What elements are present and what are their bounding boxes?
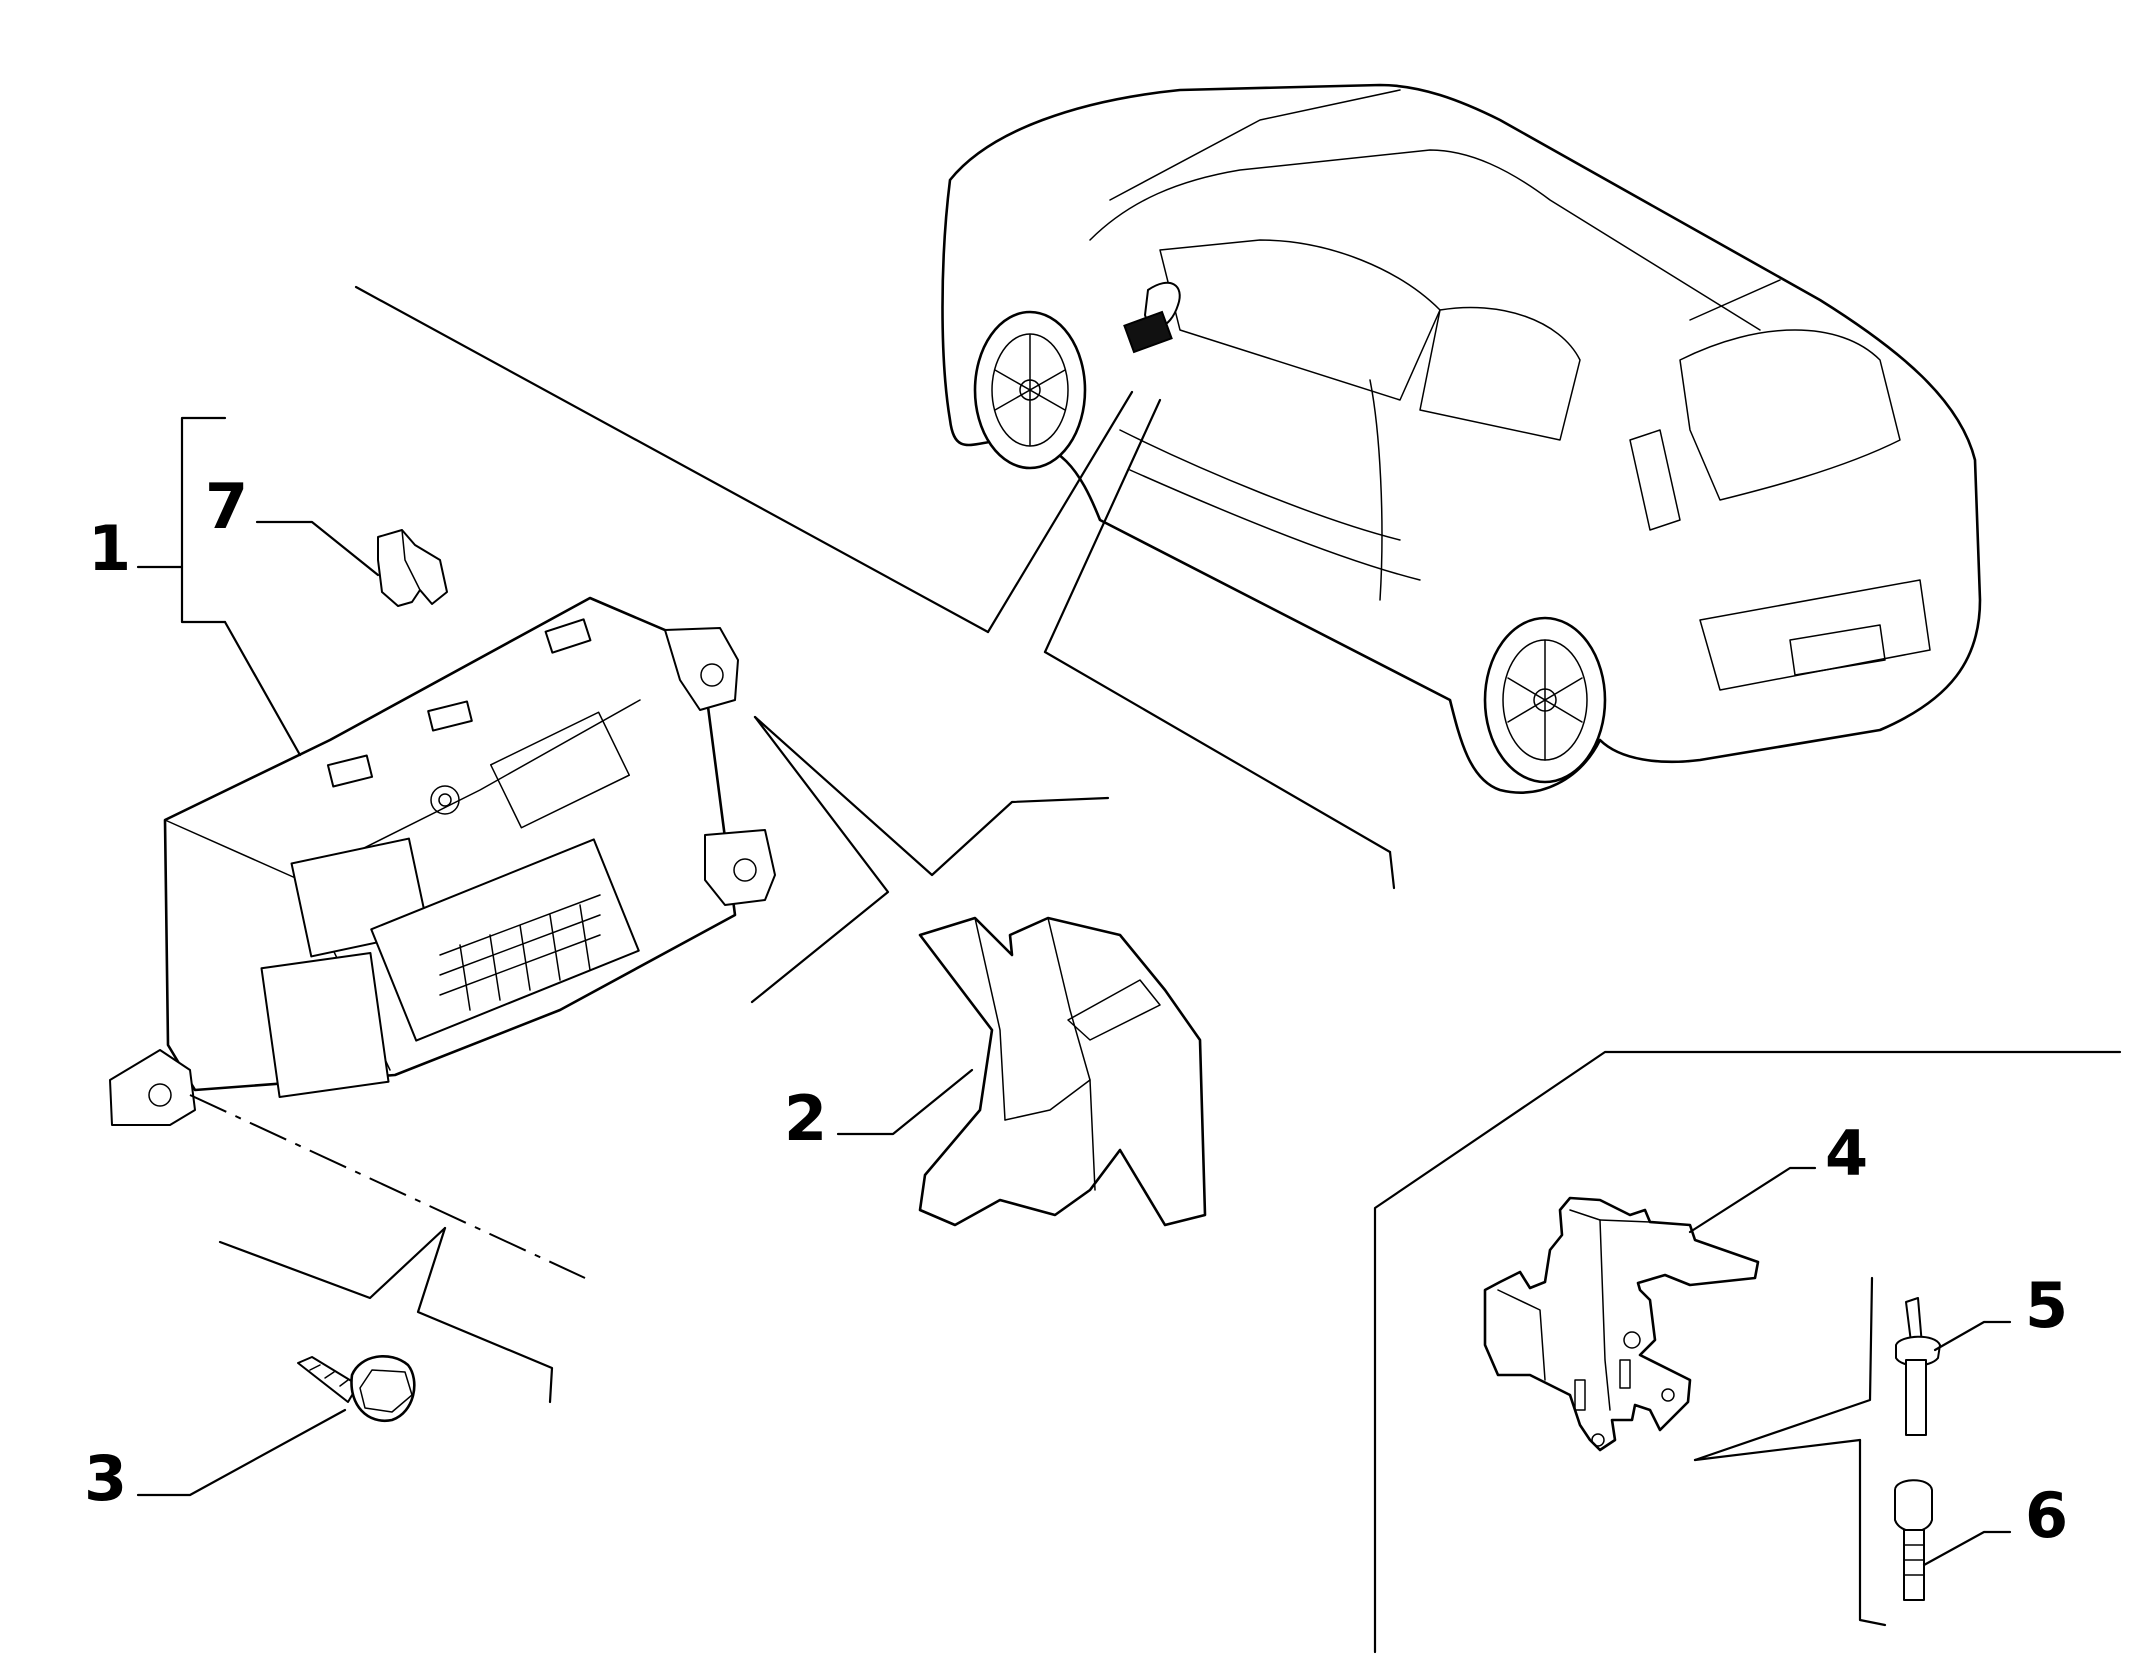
screw-part xyxy=(297,1355,416,1423)
car-illustration xyxy=(941,83,1982,794)
leader-lines xyxy=(136,416,2122,1654)
callout-numbers: 1 2 3 4 5 6 7 xyxy=(84,470,2068,1552)
module-location-marker xyxy=(1123,310,1173,354)
pin-part xyxy=(1894,1479,1933,1601)
rivet-part xyxy=(1895,1297,1941,1436)
fuse-part xyxy=(377,529,448,607)
body-computer-module xyxy=(109,596,776,1126)
front-wheel xyxy=(973,310,1087,470)
mounting-plate xyxy=(1483,1196,1760,1452)
fuse-slots xyxy=(439,894,601,1011)
callout-3: 3 xyxy=(84,1442,127,1515)
callout-2: 2 xyxy=(784,1082,827,1155)
callout-5: 5 xyxy=(2025,1269,2068,1342)
car-leader-lines xyxy=(354,285,1396,890)
callout-1: 1 xyxy=(88,512,131,585)
support-bracket xyxy=(918,916,1207,1227)
callout-4: 4 xyxy=(1825,1117,1868,1190)
callout-7: 7 xyxy=(205,470,248,543)
callout-6: 6 xyxy=(2025,1479,2068,1552)
rear-wheel xyxy=(1483,616,1607,784)
